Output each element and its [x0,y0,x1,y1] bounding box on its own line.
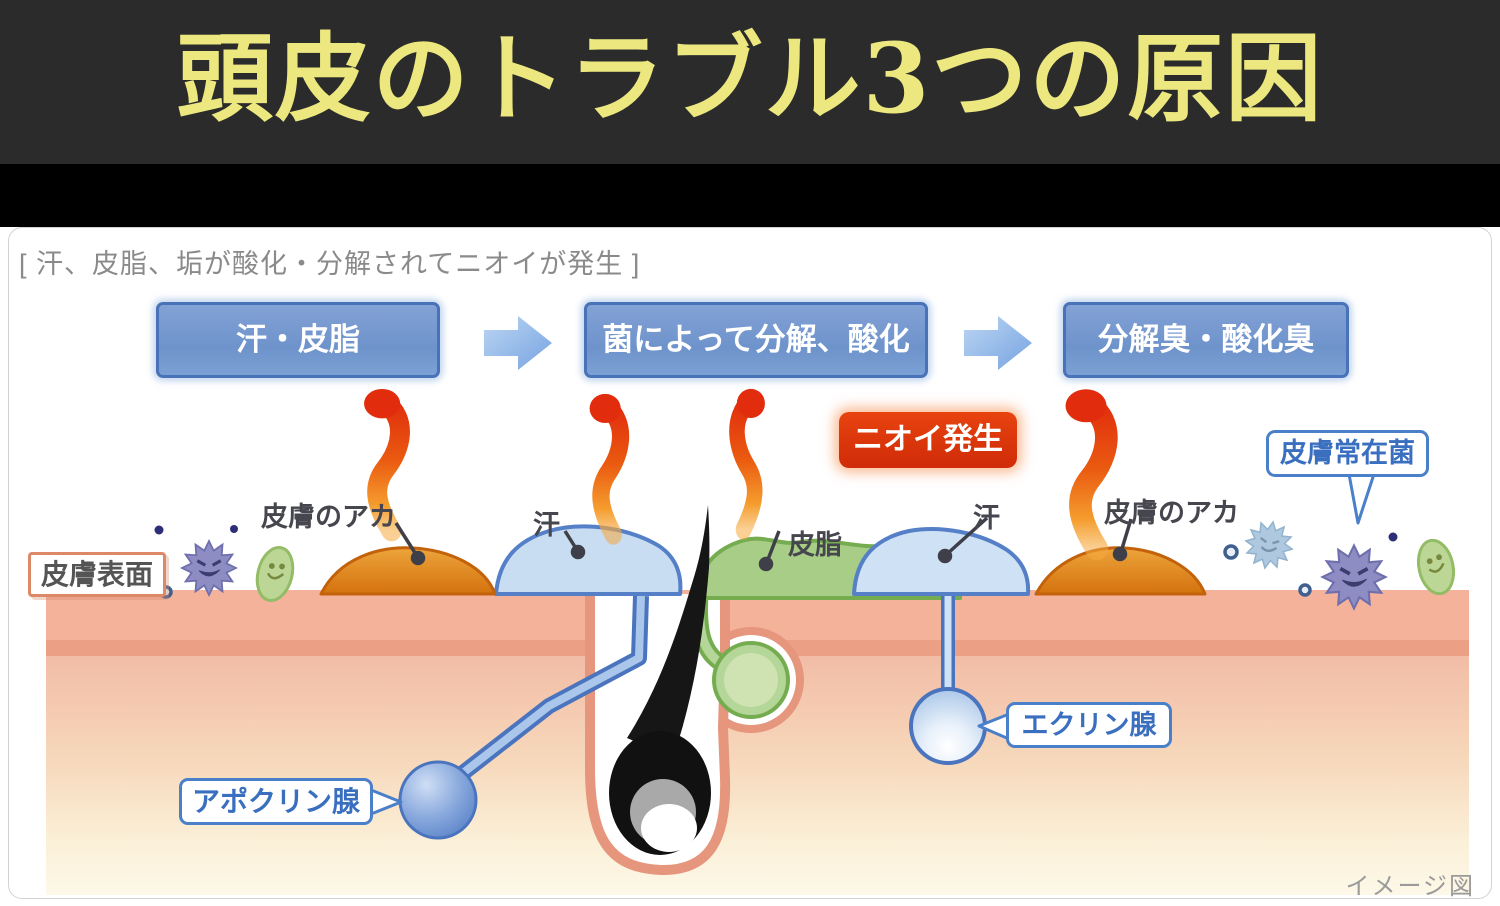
image-note: イメージ図 [1345,873,1475,899]
bubble-apocrine-gland: アポクリン腺 [179,778,373,825]
bacteria-purple-left [181,540,237,596]
spore-dot [1223,544,1239,560]
diagram-card: [ 汗、皮脂、垢が酸化・分解されてニオイが発生 ] 汗・皮脂 菌によって分解、酸… [8,227,1492,899]
label-sweat-right: 汗 [973,503,1000,533]
pointer-lines [394,516,1133,572]
bubble-eccrine-gland: エクリン腺 [1006,702,1172,748]
bacteria-green-left [255,545,295,603]
page-title: 頭皮のトラブル3つの原因 [176,22,1324,135]
dirt-mound-right [1034,546,1207,596]
dirt-mound-left [319,546,497,596]
label-sebum: 皮脂 [788,530,842,560]
flow-step-decomposition: 菌によって分解、酸化 [584,302,928,378]
label-skin-dirt-left: 皮膚のアカ [261,502,396,532]
sebaceous-gland [691,593,790,719]
odor-badge: ニオイ発生 [839,412,1017,468]
sweat-pool-left [398,524,683,840]
bacteria-bluegray-right [1241,517,1297,573]
bubble-resident-bacteria: 皮膚常在菌 [1266,430,1429,477]
black-divider-band [0,164,1500,227]
label-skin-surface: 皮膚表面 [28,552,166,597]
spore-dot [230,525,238,533]
bacteria-purple-right [1321,544,1387,610]
flow-arrow-icon [964,316,1032,370]
flow-step-sweat-sebum: 汗・皮脂 [156,302,440,378]
bacteria-green-right [1416,538,1456,596]
spore-dot [1388,532,1398,542]
flow-arrow-icon [484,316,552,370]
label-skin-dirt-right: 皮膚のアカ [1104,498,1239,528]
skin-cross-section-illustration [46,228,1469,895]
apocrine-duct [449,595,649,787]
label-sweat-left: 汗 [533,510,560,540]
spore-dot [1298,583,1312,597]
flow-step-odor: 分解臭・酸化臭 [1063,302,1349,378]
diagram-caption: [ 汗、皮脂、垢が酸化・分解されてニオイが発生 ] [19,249,641,279]
hair [609,505,711,855]
title-banner: 頭皮のトラブル3つの原因 [0,0,1500,164]
spore-dot [154,525,164,535]
